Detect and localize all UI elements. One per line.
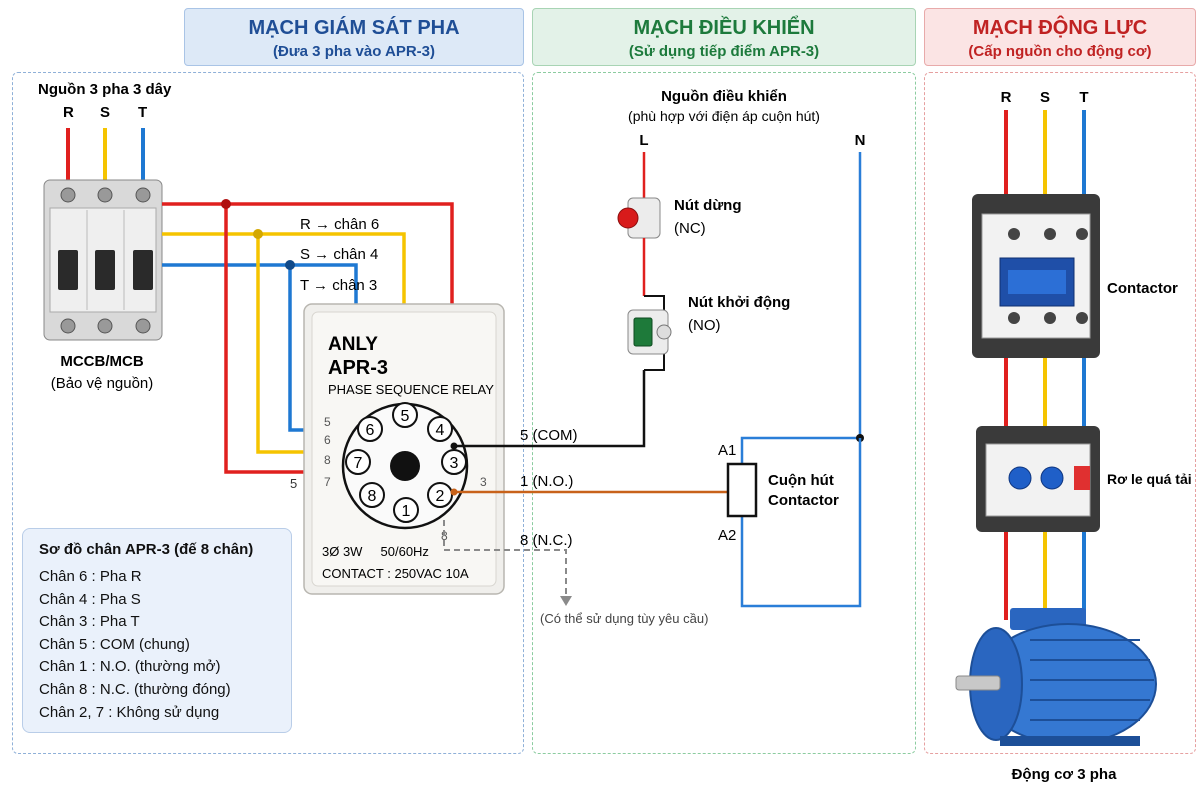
pin-legend: Sơ đồ chân APR-3 (đế 8 chân) Chân 6 : Ph… — [22, 528, 292, 733]
overload-relay-device — [976, 426, 1100, 532]
svg-text:7: 7 — [354, 455, 363, 472]
svg-text:2: 2 — [436, 488, 445, 505]
side-mark-5: 5 — [324, 415, 331, 429]
wire-n-to-a1 — [740, 152, 862, 464]
start-sublabel: (NO) — [688, 317, 721, 334]
junction-r — [221, 199, 231, 209]
relay-type: PHASE SEQUENCE RELAY — [328, 382, 494, 397]
relay-brand: ANLY — [328, 334, 378, 355]
monitor-circuit-panel — [12, 72, 524, 754]
legend-item: Chân 6 : Pha R — [39, 568, 142, 585]
contactor-label: Contactor — [1107, 280, 1178, 297]
legend-item: Chân 5 : COM (chung) — [39, 635, 190, 653]
start-label: Nút khởi động — [688, 294, 790, 311]
source-phase-r-label: R — [63, 104, 74, 121]
stop-label: Nút dừng — [674, 197, 742, 214]
legend-item: Chân 4 : Pha S — [39, 590, 141, 608]
relay-spec1: 3Ø 3W 50/60Hz — [322, 544, 429, 559]
pin-2: 2 — [427, 482, 453, 508]
overload-label: Rơ le quá tải — [1107, 471, 1192, 487]
legend-item: Chân 8 : N.C. (thường đóng) — [39, 680, 231, 698]
pin-5: 5 — [392, 402, 418, 428]
power-circuit-panel — [924, 72, 1196, 754]
motor-label: Động cơ 3 pha — [1012, 766, 1117, 783]
junction-t — [285, 260, 295, 270]
pin-7: 7 — [345, 449, 371, 475]
power-phase-t-label: T — [1079, 89, 1088, 106]
breaker-sublabel: (Bảo vệ nguồn) — [51, 375, 154, 392]
coil-label-1: Cuộn hút — [768, 472, 834, 489]
terminal-nc-label: 8 (N.C.) — [520, 532, 573, 549]
breaker-label: MCCB/MCB — [60, 353, 143, 370]
control-source-subtitle: (phù hợp với điện áp cuộn hút) — [628, 108, 820, 124]
power-phase-s-label: S — [1040, 89, 1050, 106]
coil-a1-label: A1 — [718, 442, 736, 459]
junction-s — [253, 229, 263, 239]
legend-item: Chân 1 : N.O. (thường mở) — [39, 658, 221, 676]
relay-model: APR-3 — [328, 357, 388, 379]
wire-r-to-relay — [162, 202, 454, 316]
stop-sublabel: (NC) — [674, 220, 706, 237]
monitor-circuit-subtitle: (Đưa 3 pha vào APR-3) — [272, 43, 435, 60]
wire-r-label: R → chân 6 — [300, 216, 379, 233]
coil-a2-label: A2 — [718, 527, 736, 544]
pin-6: 6 — [357, 416, 383, 442]
monitor-circuit-header: MẠCH GIÁM SÁT PHA (Đưa 3 pha vào APR-3) — [184, 8, 524, 66]
no-dot — [450, 488, 458, 496]
terminal-nc-note: (Có thể sử dụng tùy yêu cầu) — [540, 611, 708, 626]
wire-com-to-start — [454, 370, 646, 448]
contactor-device — [972, 194, 1100, 358]
legend-item: Chân 3 : Pha T — [39, 613, 140, 631]
wire-s-to-relay — [162, 232, 406, 316]
power-circuit-subtitle: (Cấp nguồn cho động cơ) — [968, 43, 1152, 60]
wire-t-label: T → chân 3 — [300, 277, 377, 294]
legend-title: Sơ đồ chân APR-3 (đế 8 chân) — [39, 541, 254, 558]
svg-text:6: 6 — [366, 422, 375, 439]
relay-spec2: CONTACT : 250VAC 10A — [322, 566, 469, 581]
svg-text:3: 3 — [450, 455, 459, 472]
com-dot — [450, 442, 458, 450]
wire-a2-to-n — [740, 438, 862, 608]
pin-4: 4 — [427, 416, 453, 442]
stop-button — [617, 197, 661, 239]
pin-8: 8 — [359, 482, 385, 508]
svg-text:8: 8 — [368, 488, 377, 505]
terminal-com-label: 5 (COM) — [520, 427, 578, 444]
start-button — [627, 309, 672, 355]
legend-item: Chân 2, 7 : Không sử dụng — [39, 703, 220, 721]
side-mark-6: 6 — [324, 433, 331, 447]
wire-s-label: S → chân 4 — [300, 246, 378, 263]
coil-label-2: Contactor — [768, 492, 839, 509]
control-circuit-panel — [532, 72, 916, 754]
control-circuit-subtitle: (Sử dụng tiếp điểm APR-3) — [628, 43, 820, 60]
power-phase-r-label: R — [1001, 89, 1012, 106]
power-circuit-header: MẠCH ĐỘNG LỰC (Cấp nguồn cho động cơ) — [924, 8, 1196, 66]
side-mark-7: 7 — [324, 475, 331, 489]
control-circuit-title: MẠCH ĐIỀU KHIỂN — [633, 17, 815, 39]
source-phase-t-label: T — [138, 104, 147, 121]
control-circuit-header: MẠCH ĐIỀU KHIỂN (Sử dụng tiếp điểm APR-3… — [532, 8, 916, 66]
monitor-circuit-title: MẠCH GIÁM SÁT PHA — [248, 17, 460, 39]
coil-symbol — [726, 462, 758, 518]
line-l-label: L — [639, 132, 648, 149]
pin-3: 3 — [441, 449, 467, 475]
source-phase-s-label: S — [100, 104, 110, 121]
side-mark-3: 3 — [480, 475, 487, 489]
source-title: Nguồn 3 pha 3 dây — [38, 81, 172, 98]
terminal-no-label: 1 (N.O.) — [520, 473, 573, 490]
svg-text:4: 4 — [436, 422, 445, 439]
wire-nc-optional — [443, 520, 567, 598]
side-mark-8: 8 — [324, 453, 331, 467]
pin-1: 1 — [393, 497, 419, 523]
side-mark-far-5: 5 — [290, 476, 297, 491]
nc-arrow — [560, 596, 572, 606]
breaker-device — [43, 179, 163, 341]
svg-text:5: 5 — [401, 408, 410, 425]
neutral-n-label: N — [855, 132, 866, 149]
motor — [955, 608, 1157, 746]
control-source-title: Nguồn điều khiển — [661, 88, 787, 105]
power-circuit-title: MẠCH ĐỘNG LỰC — [972, 17, 1148, 39]
svg-text:1: 1 — [402, 503, 411, 520]
